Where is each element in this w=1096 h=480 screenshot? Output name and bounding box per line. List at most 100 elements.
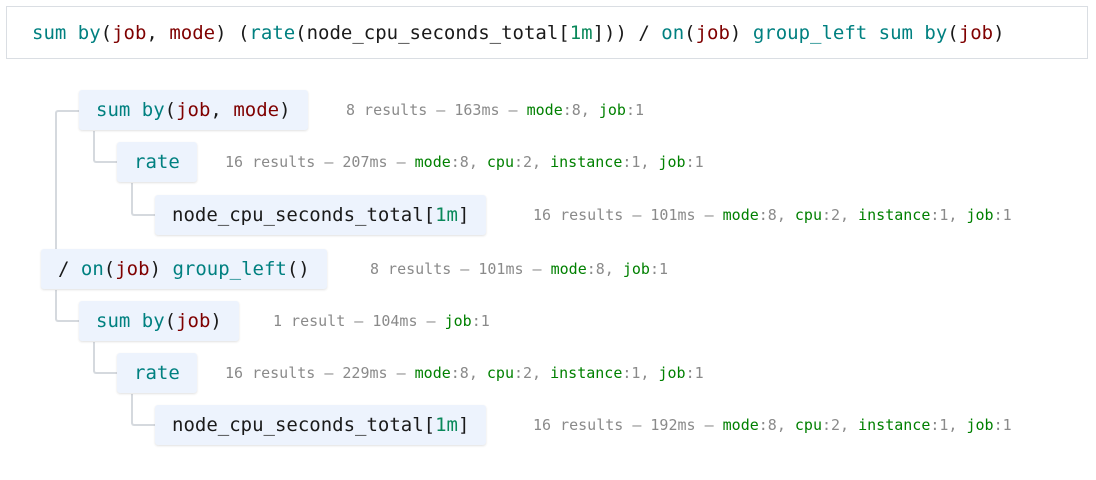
connector-rate-to-selector-2 (131, 394, 155, 426)
label-name: mode (722, 416, 759, 434)
tree-node-rate-1[interactable]: rate (117, 142, 197, 182)
token-fn: group_left (172, 258, 287, 280)
token-lbl: job (695, 22, 730, 44)
label-name: instance (550, 364, 623, 382)
label-name: cpu (794, 416, 822, 434)
node-stats-rate-2: 16 results — 229ms — mode:8, cpu:2, inst… (225, 364, 704, 382)
token-fn: rate (134, 151, 180, 173)
label-cardinality: :1, (930, 206, 967, 224)
token-num: 1m (569, 22, 593, 44)
result-count: 8 results (370, 260, 452, 278)
token-plain: ])) / (592, 22, 662, 44)
label-cardinality: :2, (514, 364, 551, 382)
token-num: 1m (435, 414, 458, 436)
token-plain: , (146, 22, 170, 44)
token-plain: ( (100, 22, 113, 44)
connector-rate-to-selector-1 (131, 183, 155, 216)
token-lbl: job (958, 22, 994, 44)
eval-time: 207ms (342, 153, 388, 171)
label-name: instance (858, 206, 931, 224)
node-stats-selector-2: 16 results — 192ms — mode:8, cpu:2, inst… (533, 416, 1012, 434)
label-cardinality: :1 (625, 101, 645, 119)
token-num: 1m (435, 204, 458, 226)
label-name: mode (526, 101, 563, 119)
label-name: job (658, 153, 686, 171)
connector-binary-to-sum-by-job (55, 290, 79, 322)
label-cardinality: :8, (450, 364, 487, 382)
connector-sum-to-rate-2 (93, 342, 117, 374)
label-cardinality: :1, (622, 153, 659, 171)
tree-node-selector-1[interactable]: node_cpu_seconds_total[1m] (155, 195, 487, 235)
token-lbl: mode (169, 22, 216, 44)
tree-node-sum-by-job[interactable]: sum by(job) (79, 301, 239, 341)
token-lbl: job (176, 99, 211, 121)
token-plain: , (210, 99, 234, 121)
token-fn: sum by (96, 310, 165, 332)
node-stats-binary-op: 8 results — 101ms — mode:8, job:1 (370, 260, 669, 278)
eval-time: 229ms (342, 364, 388, 382)
token-lbl: job (176, 310, 211, 332)
label-cardinality: :1 (993, 416, 1012, 434)
label-name: job (658, 364, 686, 382)
token-plain: ( (947, 22, 959, 44)
token-fn: sum by (32, 22, 101, 44)
token-plain: / (58, 258, 81, 280)
label-cardinality: :1, (930, 416, 967, 434)
label-cardinality: :1 (685, 153, 704, 171)
label-name: cpu (486, 153, 514, 171)
token-fn: sum by (96, 99, 165, 121)
tree-node-selector-2[interactable]: node_cpu_seconds_total[1m] (155, 405, 487, 445)
node-stats-sum-by-job-mode: 8 results — 163ms — mode:8, job:1 (346, 101, 645, 119)
connector-binary-to-sum-by-job-mode (55, 110, 79, 270)
result-count: 16 results (533, 206, 624, 224)
label-name: job (622, 260, 650, 278)
label-name: job (966, 206, 994, 224)
label-cardinality: :8, (586, 260, 623, 278)
token-lbl: job (112, 22, 147, 44)
label-name: instance (550, 153, 623, 171)
label-name: job (598, 101, 626, 119)
node-stats-rate-1: 16 results — 207ms — mode:8, cpu:2, inst… (225, 153, 704, 171)
result-count: 16 results (225, 153, 316, 171)
label-cardinality: :1 (993, 206, 1012, 224)
label-name: instance (858, 416, 931, 434)
token-fn: rate (249, 22, 296, 44)
token-plain: (node_cpu_seconds_total[ (295, 22, 570, 44)
node-stats-selector-1: 16 results — 101ms — mode:8, cpu:2, inst… (533, 206, 1012, 224)
token-plain: ] (458, 204, 470, 226)
token-plain: ] (458, 414, 470, 436)
result-count: 1 result (273, 312, 346, 330)
token-plain: ) ( (215, 22, 250, 44)
token-plain: ) (210, 310, 222, 332)
label-name: mode (414, 364, 451, 382)
label-cardinality: :8, (450, 153, 487, 171)
tree-node-rate-2[interactable]: rate (117, 353, 197, 393)
label-name: job (966, 416, 994, 434)
token-plain: ) (729, 22, 753, 44)
token-fn: on (661, 22, 685, 44)
label-cardinality: :8, (758, 416, 795, 434)
result-count: 8 results (346, 101, 428, 119)
result-count: 16 results (533, 416, 624, 434)
label-cardinality: :2, (514, 153, 551, 171)
token-plain: ( (103, 258, 116, 280)
tree-node-sum-by-job-mode[interactable]: sum by(job, mode) (79, 90, 308, 130)
label-name: cpu (794, 206, 822, 224)
label-cardinality: :1 (649, 260, 669, 278)
label-name: mode (722, 206, 759, 224)
token-plain: ) (149, 258, 173, 280)
label-name: mode (414, 153, 451, 171)
label-name: mode (550, 260, 587, 278)
token-plain: ) (993, 22, 1005, 44)
token-plain: ( (164, 310, 177, 332)
result-count: 16 results (225, 364, 316, 382)
tree-node-binary-op[interactable]: / on(job) group_left() (41, 249, 327, 289)
token-fn: sum by (878, 22, 948, 44)
eval-time: 163ms (454, 101, 500, 119)
eval-time: 192ms (650, 416, 696, 434)
token-plain: ) (279, 99, 291, 121)
query-expression-display[interactable]: sum by(job, mode) (rate(node_cpu_seconds… (6, 6, 1088, 59)
label-cardinality: :2, (822, 206, 859, 224)
label-cardinality: :2, (822, 416, 859, 434)
label-cardinality: :1 (471, 312, 490, 330)
